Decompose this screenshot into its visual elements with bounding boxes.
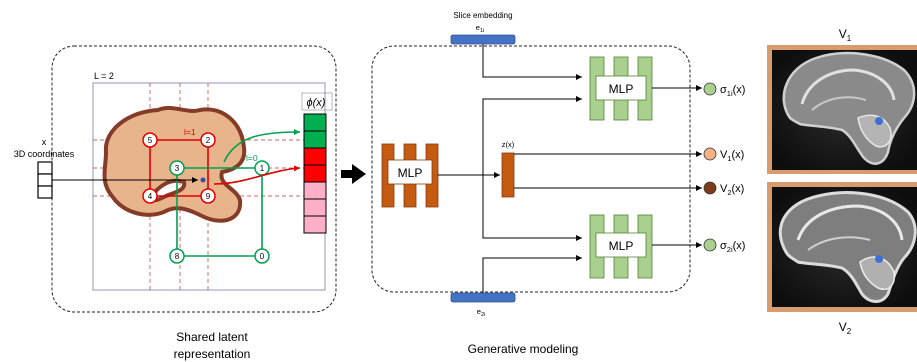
vertex-node-3: 3 bbox=[169, 160, 185, 176]
output-v1: V1(x) bbox=[703, 147, 744, 163]
svg-text:5: 5 bbox=[148, 136, 153, 145]
svg-text:9: 9 bbox=[206, 192, 211, 201]
vertex-node-4: 4 bbox=[142, 188, 158, 204]
feature-label-box bbox=[301, 92, 333, 111]
svg-text:2: 2 bbox=[206, 136, 211, 145]
mri-v2-image bbox=[767, 182, 917, 312]
vertex-node-0: 0 bbox=[254, 248, 270, 264]
output-sigma2: σ2i(x) bbox=[703, 238, 745, 254]
query-point bbox=[200, 177, 206, 183]
v2-title: V2 bbox=[839, 320, 852, 336]
red-lookup-arrow bbox=[213, 165, 301, 185]
latent-z bbox=[501, 152, 515, 198]
svg-text:3: 3 bbox=[175, 164, 180, 173]
sigma2-mlp: MLP bbox=[589, 214, 653, 279]
level0-label: l=0 bbox=[246, 153, 258, 163]
input-description: 3D coordinates bbox=[14, 149, 75, 159]
trunk-down-arrow bbox=[482, 175, 582, 241]
svg-text:8: 8 bbox=[175, 252, 180, 261]
svg-text:1: 1 bbox=[260, 164, 265, 173]
output-sigma1: σ1i(x) bbox=[703, 82, 745, 98]
vertex-node-8: 8 bbox=[169, 248, 185, 264]
grid-level-label: L = 2 bbox=[94, 71, 114, 81]
gen-panel-border bbox=[371, 45, 691, 293]
e2-label: e2i bbox=[477, 307, 485, 318]
e2-embedding bbox=[450, 292, 516, 303]
vertex-node-9: 9 bbox=[200, 188, 216, 204]
svg-text:V1(x): V1(x) bbox=[720, 149, 744, 163]
shared-latent-panel: x 3D coordinates L = 2 l=1 l=0 bbox=[14, 45, 337, 361]
feature-vector bbox=[303, 113, 327, 234]
svg-text:σ2i(x): σ2i(x) bbox=[720, 240, 745, 254]
slice-embedding-title: Slice embedding bbox=[453, 11, 512, 20]
mri-images: V1 V2 bbox=[767, 27, 917, 336]
trunk-up-arrow bbox=[482, 96, 582, 175]
vertex-node-1: 1 bbox=[254, 160, 270, 176]
left-caption-line2: representation bbox=[174, 347, 251, 361]
green-lookup-arrow bbox=[223, 129, 301, 163]
svg-text:σ1i(x): σ1i(x) bbox=[720, 84, 745, 98]
sigma1-mlp: MLP bbox=[589, 56, 653, 121]
vertex-node-2: 2 bbox=[200, 132, 216, 148]
vertex-node-5: 5 bbox=[142, 132, 158, 148]
svg-text:V2(x): V2(x) bbox=[720, 183, 744, 197]
gen-caption: Generative modeling bbox=[468, 342, 579, 356]
e2-to-mlp-arrow bbox=[482, 255, 582, 293]
output-v2: V2(x) bbox=[703, 181, 744, 197]
z-label: z(x) bbox=[502, 140, 515, 149]
svg-text:4: 4 bbox=[148, 192, 153, 201]
input-vector bbox=[37, 161, 53, 199]
panel-connector-arrow bbox=[341, 164, 366, 184]
sigma2-mlp-label: MLP bbox=[609, 239, 634, 253]
e1-to-mlp-arrow bbox=[482, 44, 582, 80]
left-caption-line1: Shared latent bbox=[176, 330, 248, 344]
sigma1-mlp-label: MLP bbox=[609, 82, 634, 96]
generative-panel: Slice embedding e1i e2i MLP z(x) bbox=[371, 11, 745, 356]
main-mlp-label: MLP bbox=[398, 166, 423, 180]
v1-title: V1 bbox=[839, 27, 852, 43]
mri-v1-image bbox=[767, 45, 917, 174]
svg-text:0: 0 bbox=[260, 252, 265, 261]
main-mlp: MLP bbox=[381, 143, 439, 208]
e1-label: e1i bbox=[476, 23, 484, 34]
input-variable: x bbox=[42, 137, 47, 147]
feature-vector-label: ϕ(x) bbox=[307, 97, 326, 109]
e1-embedding bbox=[450, 34, 516, 45]
level1-label: l=1 bbox=[184, 127, 196, 137]
